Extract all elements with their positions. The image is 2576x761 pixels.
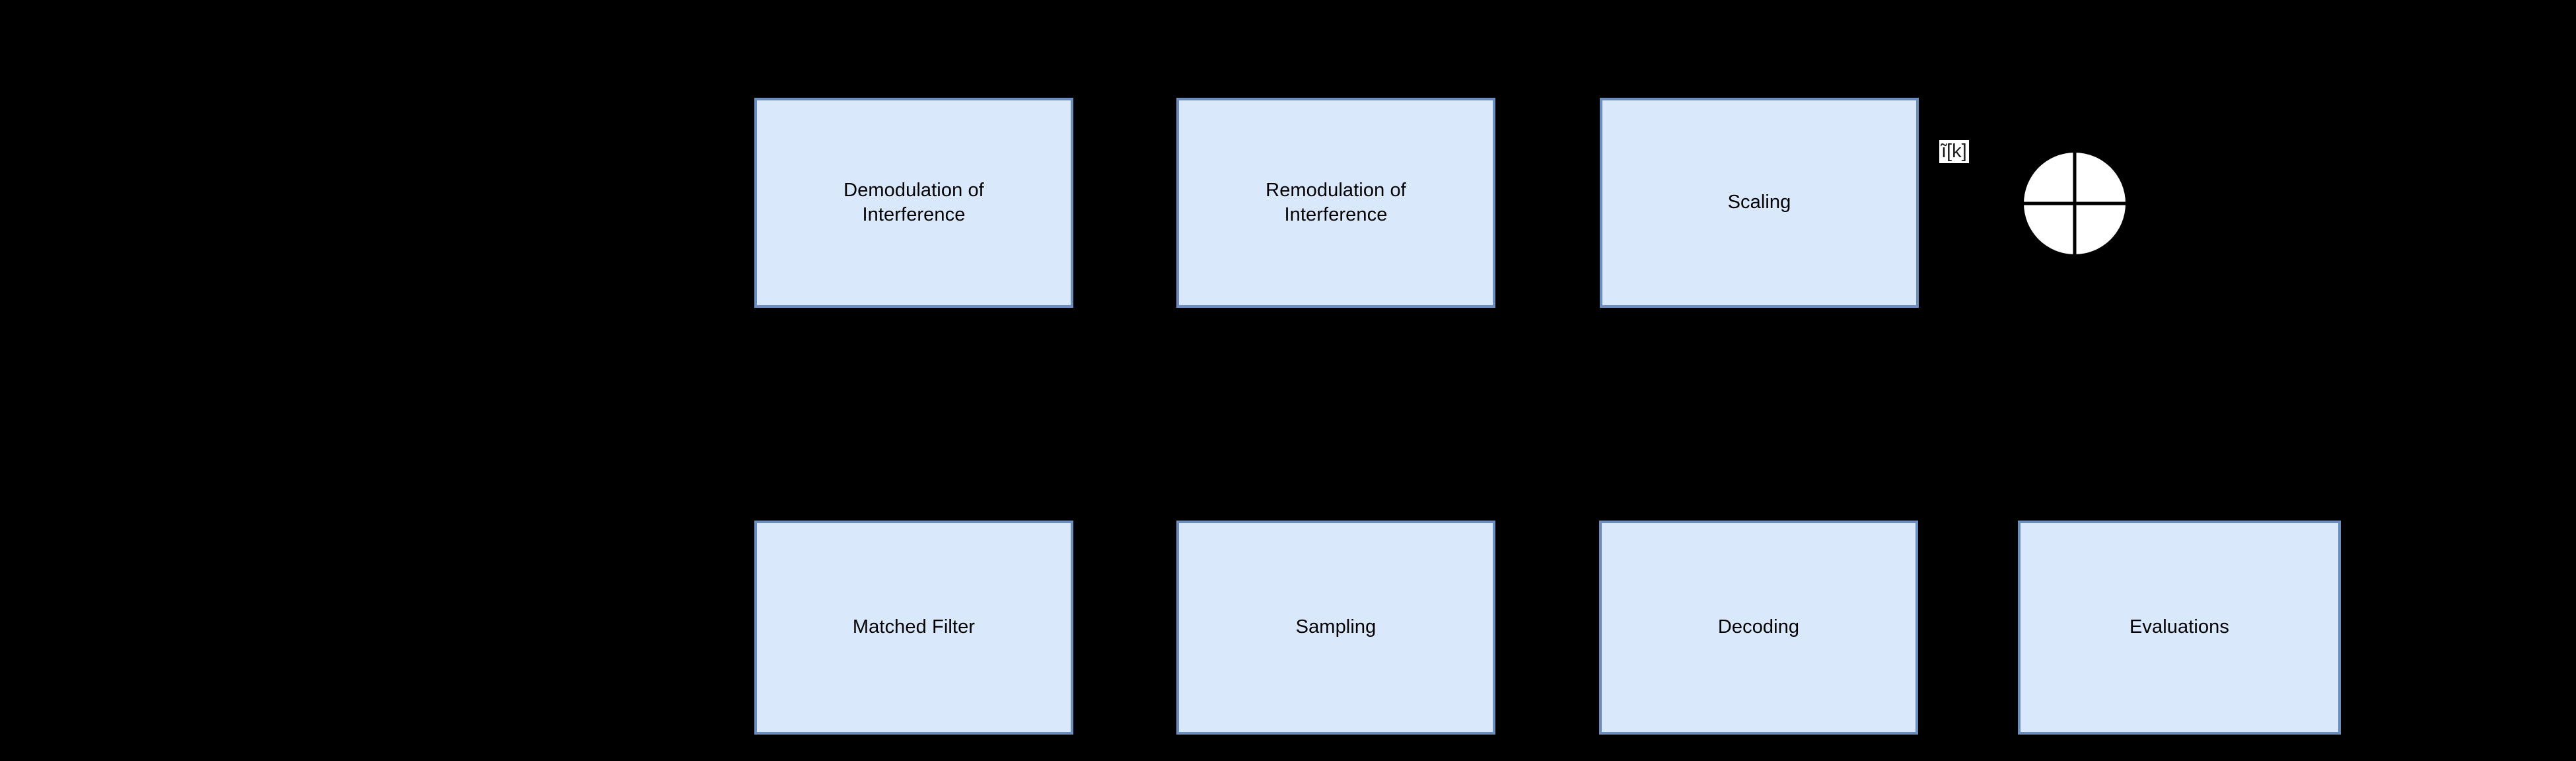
block-label: Matched Filter: [852, 616, 976, 638]
block-label: Demodulation of Interference: [843, 179, 984, 225]
block-label: Evaluations: [2129, 616, 2230, 638]
block-demodulation-of-interference[interactable]: Demodulation of Interference: [754, 98, 1073, 308]
block-sampling[interactable]: Sampling: [1176, 521, 1495, 735]
block-decoding[interactable]: Decoding: [1599, 521, 1918, 735]
block-label: Sampling: [1295, 616, 1377, 638]
summing-junction-icon: [2024, 153, 2126, 254]
block-matched-filter[interactable]: Matched Filter: [754, 521, 1073, 735]
block-scaling[interactable]: Scaling: [1600, 98, 1919, 308]
block-label: Decoding: [1717, 616, 1800, 638]
signal-label-interference-estimate: ĩ[k]: [1939, 140, 1969, 164]
block-label: Remodulation of Interference: [1266, 179, 1406, 225]
block-label: Scaling: [1727, 192, 1791, 213]
block-remodulation-of-interference[interactable]: Remodulation of Interference: [1176, 98, 1495, 308]
block-evaluations[interactable]: Evaluations: [2018, 521, 2341, 735]
